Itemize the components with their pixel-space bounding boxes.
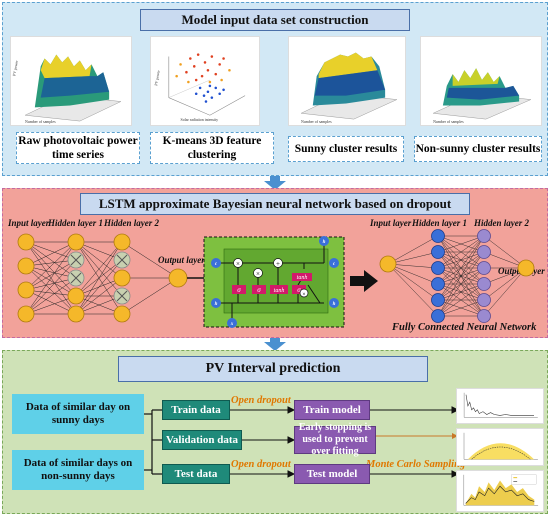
early-stopping-box: Early stopping is used to prevent over f… [294, 422, 376, 457]
svg-text:+: + [276, 260, 280, 268]
sunny-cluster-3d-plot: Number of samples [288, 36, 406, 126]
black-right-arrow-icon [350, 270, 378, 292]
left-hidden-layer1-label: Hidden layer 1 [48, 218, 103, 228]
svg-text:×: × [302, 292, 305, 298]
svg-text:×: × [236, 260, 240, 268]
interval-prediction-plot [456, 470, 544, 512]
left-input-layer-label: Input layer [8, 218, 50, 228]
non-sunny-days-data-box: Data of similar days on non-sunny days [12, 450, 144, 490]
sigma-gate-output: σ [297, 286, 301, 294]
svg-text:Solar radiation intensity: Solar radiation intensity [181, 118, 219, 122]
c-prev-label: c [215, 262, 218, 267]
right-hidden-layer2-label: Hidden layer 2 [474, 218, 529, 228]
fc-network-caption: Fully Connected Neural Network [392, 322, 537, 333]
open-dropout-label-train: Open dropout [231, 395, 291, 406]
left-hidden-layer2-label: Hidden layer 2 [104, 218, 159, 228]
c-next-label: c [333, 262, 336, 267]
open-dropout-label-test: Open dropout [231, 459, 291, 470]
raw-pv-series-box: Raw photovoltaic power time series [16, 132, 140, 164]
section1-title: Model input data set construction [140, 9, 410, 31]
test-data-box: Test data [162, 464, 230, 484]
tanh-cell-output: tanh [297, 275, 308, 281]
train-model-box: Train model [294, 400, 370, 420]
x-input-label: x [230, 322, 234, 327]
h-next-label: h [333, 302, 336, 307]
section3-title: PV Interval prediction [118, 356, 428, 382]
sunny-days-data-box: Data of similar day on sunny days [12, 394, 144, 434]
lstm-cell-diagram: σ σ tanh σ tanh × + × × c h x c h h [203, 236, 345, 328]
test-model-box: Test model [294, 464, 370, 484]
right-input-layer-label: Input layer [370, 218, 412, 228]
training-loss-plot [456, 388, 544, 424]
svg-text:Number of samples: Number of samples [25, 120, 56, 124]
flow-arrows [230, 406, 460, 478]
svg-text:Number of samples: Number of samples [301, 120, 332, 124]
down-arrow-1-icon [264, 176, 286, 190]
fully-connected-network [379, 229, 535, 323]
kmeans-clustering-box: K-means 3D feature clustering [150, 132, 274, 164]
raw-pv-3d-surface-plot: Number of samples PV power [10, 36, 132, 126]
validation-data-box: Validation data [162, 430, 242, 450]
sigma-gate-input: σ [257, 286, 261, 294]
sunny-cluster-box: Sunny cluster results [288, 136, 404, 162]
h-prev-label: h [215, 302, 218, 307]
svg-text:Number of samples: Number of samples [433, 120, 464, 124]
bracket-connector [144, 409, 162, 475]
right-hidden-layer1-label: Hidden layer 1 [412, 218, 467, 228]
svg-text:PV power: PV power [154, 69, 161, 86]
left-output-layer-label: Output layer [158, 255, 205, 265]
dropout-neural-network [17, 233, 206, 323]
tanh-gate-candidate: tanh [274, 288, 285, 294]
section2-title: LSTM approximate Bayesian neural network… [80, 193, 470, 215]
monte-carlo-label: Monte Carlo Sampling [366, 459, 466, 470]
non-sunny-cluster-3d-plot: Number of samples [420, 36, 542, 126]
down-arrow-2-icon [264, 337, 286, 351]
sigma-gate-forget: σ [237, 286, 241, 294]
validation-curve-plot [456, 428, 544, 466]
svg-text:×: × [256, 270, 260, 278]
svg-text:PV power: PV power [12, 59, 19, 76]
train-data-box: Train data [162, 400, 230, 420]
h-out-label: h [323, 240, 326, 245]
kmeans-3d-scatter-plot: Solar radiation intensity PV power [150, 36, 260, 126]
non-sunny-cluster-box: Non-sunny cluster results [414, 136, 542, 162]
